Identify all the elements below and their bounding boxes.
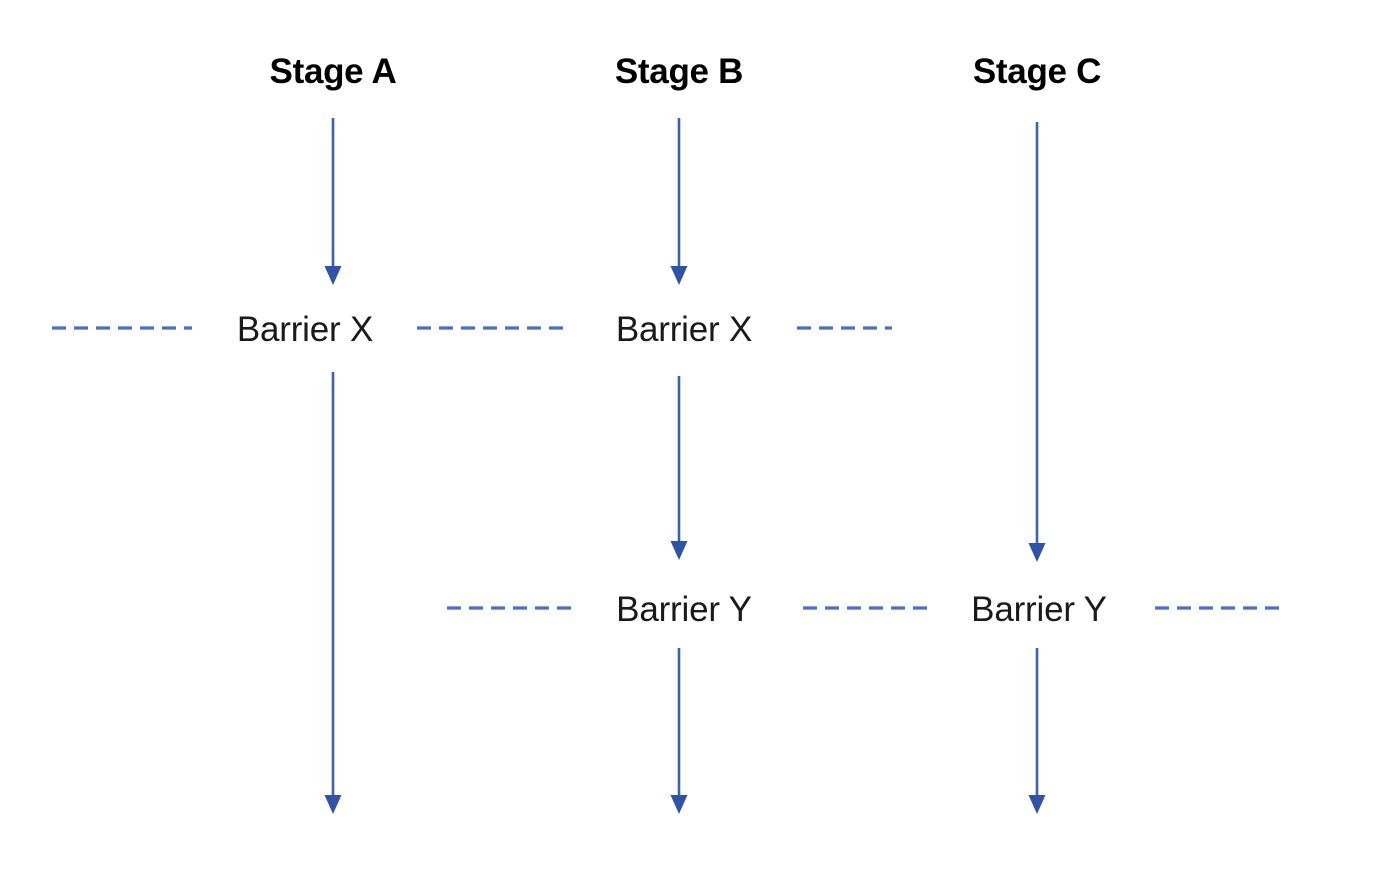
barrier-node-y-stage-b: Barrier Y — [607, 590, 761, 630]
arrow-group — [324, 118, 1046, 814]
arrow-stage-b-top — [670, 118, 688, 285]
arrow-stage-c-bottom — [1028, 648, 1046, 814]
arrowhead-c-bottom — [1028, 795, 1046, 814]
arrow-stage-b-bottom — [670, 648, 688, 814]
arrow-stage-a-bottom — [324, 372, 342, 814]
arrowhead-a-top — [324, 266, 342, 285]
arrowhead-b-bottom — [670, 795, 688, 814]
arrowhead-b-middle — [670, 541, 688, 560]
arrowhead-b-top — [670, 266, 688, 285]
arrow-stage-c-top — [1028, 122, 1046, 562]
stage-label-c: Stage C — [972, 52, 1102, 91]
barrier-node-x-stage-b: Barrier X — [606, 310, 762, 350]
dashed-link-group — [52, 326, 1286, 610]
arrow-stage-a-top — [324, 118, 342, 285]
arrow-stage-b-middle — [670, 376, 688, 560]
barrier-node-y-stage-c: Barrier Y — [962, 590, 1116, 630]
stage-label-a: Stage A — [269, 52, 397, 91]
arrowhead-a-bottom — [324, 795, 342, 814]
arrowhead-c-top — [1028, 543, 1046, 562]
stage-label-b: Stage B — [614, 52, 744, 91]
barrier-node-x-stage-a: Barrier X — [227, 310, 383, 350]
